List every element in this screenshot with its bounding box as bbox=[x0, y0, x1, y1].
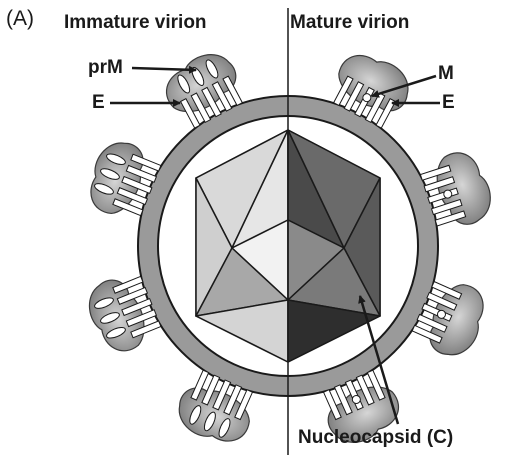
prm-label: prM bbox=[88, 58, 123, 77]
m-protein-label: M bbox=[438, 64, 454, 83]
e-protein-label-right: E bbox=[442, 93, 455, 112]
nucleocapsid-label: Nucleocapsid (C) bbox=[298, 428, 453, 447]
panel-label: (A) bbox=[6, 8, 34, 29]
e-protein-label-left: E bbox=[92, 93, 105, 112]
mature-virion-title: Mature virion bbox=[290, 13, 409, 32]
immature-virion-title: Immature virion bbox=[64, 13, 207, 32]
